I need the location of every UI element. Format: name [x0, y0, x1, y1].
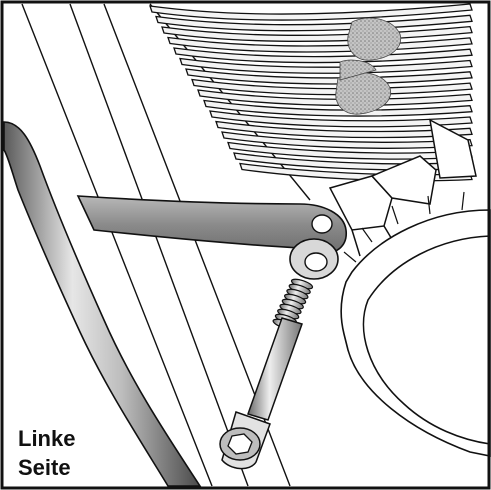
frame-lines	[21, 3, 311, 487]
cooling-fin	[149, 3, 473, 21]
round-housing	[340, 191, 491, 457]
socket-head-bolt	[219, 278, 314, 470]
washer	[289, 238, 339, 280]
mounting-bracket	[76, 195, 347, 255]
caption-line-linke: Linke	[18, 424, 80, 454]
fin-gasket-stipple	[335, 17, 402, 115]
cooling-fin	[191, 78, 473, 96]
engine-cooling-fins	[149, 3, 473, 182]
cooling-fin	[185, 68, 473, 85]
cooling-fin	[221, 131, 473, 149]
cooling-fin	[203, 99, 473, 117]
cylinder-base	[328, 118, 477, 257]
crash-bar-tube	[3, 121, 202, 487]
cooling-fin	[197, 89, 473, 106]
cooling-fin	[173, 47, 473, 64]
cooling-fin	[215, 120, 473, 139]
caption-line-seite: Seite	[18, 453, 75, 483]
cooling-fin	[209, 110, 473, 128]
cooling-fin	[179, 57, 473, 74]
